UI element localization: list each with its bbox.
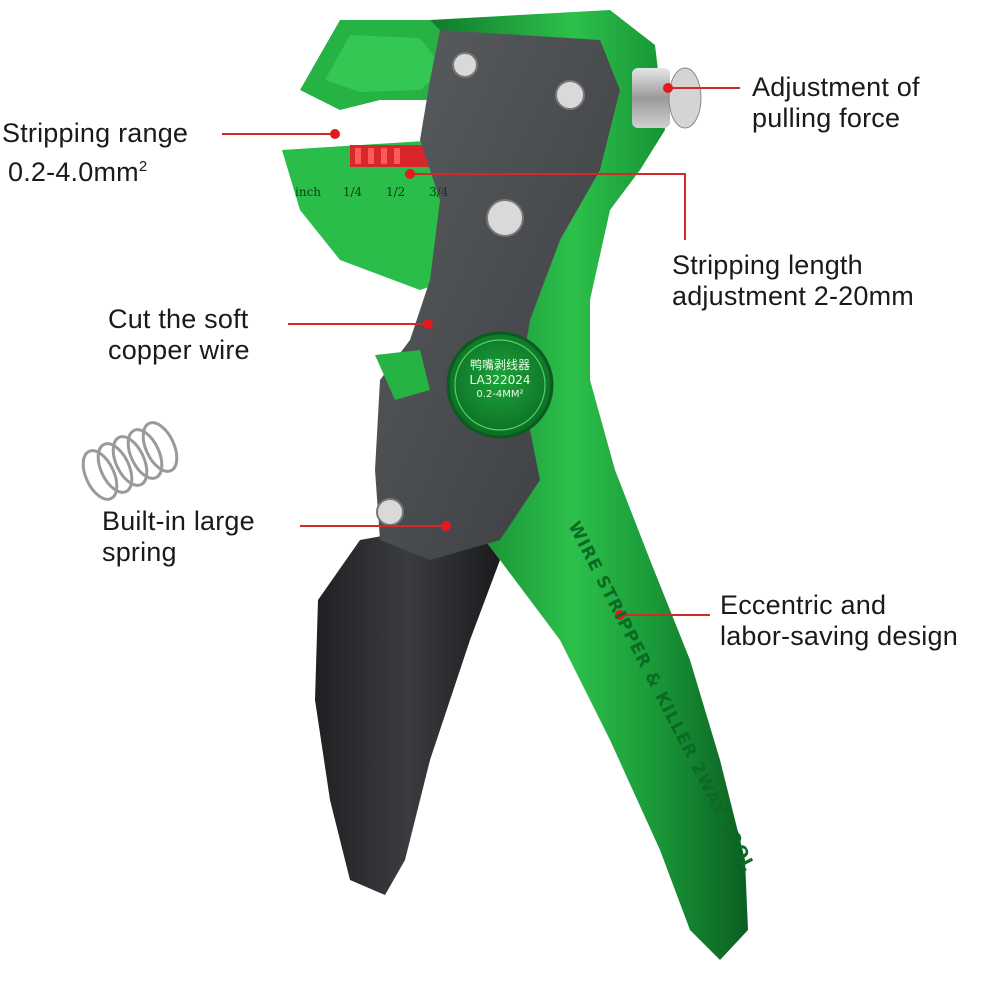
badge-line-3: 0.2-4MM² [476, 389, 524, 400]
callout-eccentric: Eccentric and labor-saving design [720, 590, 958, 652]
callout-eccentric-line2: labor-saving design [720, 621, 958, 651]
callout-stripping-length: Stripping length adjustment 2-20mm [672, 250, 914, 312]
adjustment-knob-icon [632, 67, 702, 129]
badge-line-1: 鸭嘴剥线器 [469, 358, 530, 372]
badge-line-2: LA322024 [469, 373, 531, 387]
model-badge [446, 331, 554, 439]
scale-labels: inch 1/4 1/2 3/4 [295, 185, 448, 199]
callout-eccentric-line1: Eccentric and [720, 590, 887, 620]
scale-mark-3: 3/4 [429, 185, 449, 199]
callout-pulling-force: Adjustment of pulling force [752, 72, 920, 134]
callout-stripping-range-line2: 0.2-4.0mm2 [8, 157, 148, 187]
stripping-jaw [282, 140, 460, 290]
callout-stripping-length-line2: adjustment 2-20mm [672, 281, 914, 311]
scale-mark-1: 1/4 [342, 185, 363, 199]
scale-unit: inch [295, 185, 322, 199]
callout-pulling-force-line2: pulling force [752, 103, 901, 133]
callout-cut-wire-line2: copper wire [108, 335, 250, 365]
callout-cut-wire-line1: Cut the soft [108, 304, 249, 334]
callout-stripping-range: Stripping range 0.2-4.0mm2 [2, 118, 188, 188]
superscript: 2 [138, 158, 148, 175]
scale-mark-2: 1/2 [385, 185, 406, 199]
callout-pulling-force-line1: Adjustment of [752, 72, 920, 102]
badge-text: 鸭嘴剥线器 LA322024 0.2-4MM² [452, 358, 548, 401]
callout-spring-line1: Built-in large [102, 506, 255, 536]
callout-stripping-length-line1: Stripping length [672, 250, 863, 280]
callout-spring: Built-in large spring [102, 506, 255, 568]
callout-spring-line2: spring [102, 537, 177, 567]
spring-icon [81, 421, 179, 501]
callout-cut-wire: Cut the soft copper wire [108, 304, 250, 366]
lower-handle [315, 520, 500, 895]
steel-plate [375, 30, 620, 560]
callout-stripping-range-line1: Stripping range [2, 118, 189, 148]
